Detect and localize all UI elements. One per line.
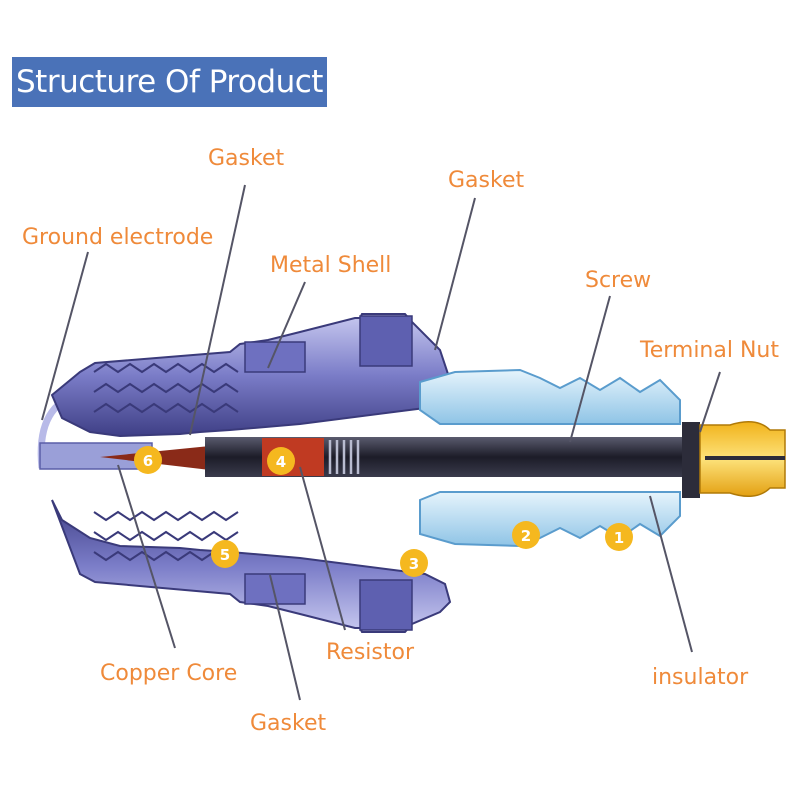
leader-gasket-bottom — [269, 574, 301, 701]
insulator-lower — [419, 491, 681, 548]
badge-4: 4 — [267, 447, 295, 475]
leader-insulator — [649, 495, 693, 653]
label-terminal-nut: Terminal Nut — [639, 338, 779, 363]
label-gasket-bottom: Gasket — [250, 711, 326, 736]
label-resistor: Resistor — [326, 640, 415, 665]
badge-2: 2 — [512, 521, 540, 549]
badge-1: 1 — [605, 523, 633, 551]
terminal-nut — [682, 420, 786, 498]
metal-shell-upper — [50, 313, 452, 438]
metal-shell-lower — [51, 499, 452, 633]
svg-text:1: 1 — [614, 529, 624, 547]
leader-terminal-nut — [699, 371, 721, 433]
label-gasket-top: Gasket — [208, 146, 284, 171]
leader-copper-core — [117, 464, 176, 649]
svg-text:6: 6 — [143, 452, 153, 470]
svg-text:4: 4 — [276, 453, 286, 471]
leader-screw — [569, 295, 611, 443]
leader-metal-shell — [267, 281, 306, 369]
leader-gasket-upper-right — [434, 197, 476, 351]
title-banner: Structure Of Product — [12, 57, 327, 107]
badge-5: 5 — [211, 540, 239, 568]
svg-text:2: 2 — [521, 527, 531, 545]
svg-text:3: 3 — [409, 555, 419, 573]
badge-3: 3 — [400, 549, 428, 577]
label-copper-core: Copper Core — [100, 661, 237, 686]
label-ground-electrode: Ground electrode — [22, 225, 213, 250]
label-screw: Screw — [585, 268, 651, 293]
leader-ground-electrode — [41, 251, 89, 421]
insulator-upper — [419, 368, 681, 425]
leader-resistor — [299, 466, 346, 631]
page-title: Structure Of Product — [16, 64, 323, 100]
leader-gasket-top — [189, 184, 246, 436]
label-gasket-upper-right: Gasket — [448, 168, 524, 193]
resistor-spring — [328, 440, 360, 474]
badge-6: 6 — [134, 446, 162, 474]
label-metal-shell: Metal Shell — [270, 253, 391, 278]
label-insulator: insulator — [652, 665, 749, 690]
svg-text:5: 5 — [220, 546, 230, 564]
